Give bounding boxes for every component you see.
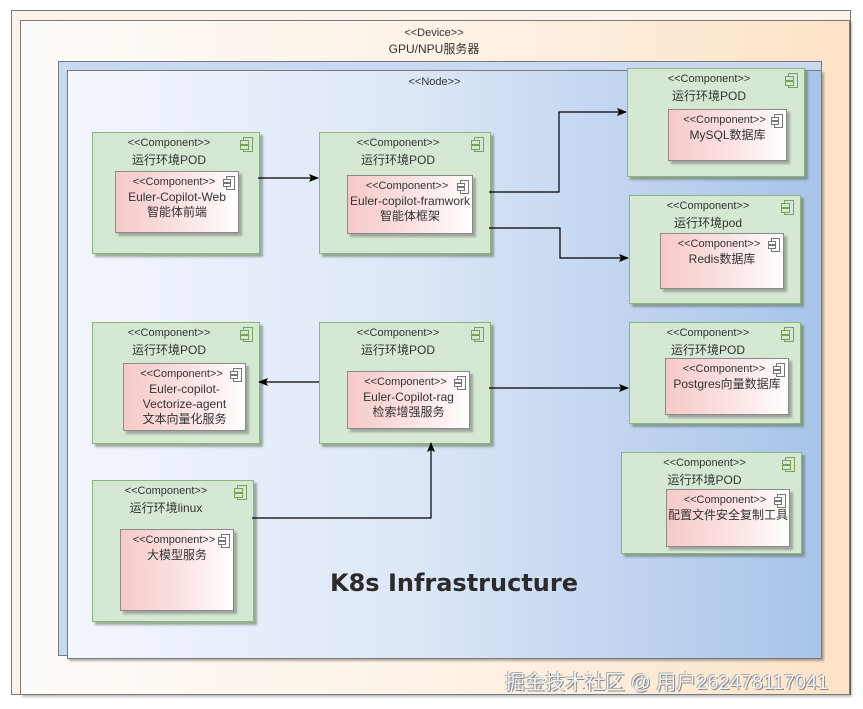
component-icon [782, 457, 795, 472]
inner-component-label: 文本向量化服务 [142, 412, 227, 426]
component-stereotype: <<Component>> [127, 137, 211, 149]
inner-component-label: 检索增强服务 [372, 405, 445, 419]
component-stereotype: <<Component>> [124, 485, 208, 497]
component-rag[interactable]: <<Component>> 运行环境POD <<Component>> Euler-C… [319, 322, 491, 444]
component-icon [771, 114, 783, 128]
inner-component-label: 智能体框架 [379, 209, 440, 223]
component-mysql[interactable]: <<Component>> 运行环境POD <<Component>> MySQL数据… [627, 68, 805, 177]
component-stereotype: <<Component>> [127, 327, 211, 339]
component-stereotype: <<Component>> [356, 327, 440, 339]
component-name: 运行环境pod [673, 216, 743, 230]
inner-component-stereotype: <<Component>> [132, 534, 216, 546]
inner-component-stereotype: <<Component>> [365, 180, 449, 192]
component-name: 运行环境POD [131, 153, 206, 167]
component-icon [785, 73, 798, 88]
inner-component-label: Redis数据库 [688, 252, 756, 266]
component-stereotype: <<Component>> [356, 137, 440, 149]
component-name: 运行环境POD [360, 343, 435, 357]
inner-component-label: 智能体前端 [146, 205, 207, 219]
inner-component-stereotype: <<Component>> [682, 363, 766, 375]
inner-component-label: Euler-copilot- [149, 382, 220, 396]
inner-component-label: 大模型服务 [146, 548, 207, 562]
component-secure-copy[interactable]: <<Component>> 运行环境POD <<Component>> 配置文件安全复… [621, 452, 802, 554]
component-name: 运行环境POD [671, 89, 746, 103]
component-name: 运行环境POD [667, 473, 742, 487]
component-icon [781, 200, 794, 215]
node-stereotype: <<Node>> [408, 76, 461, 88]
component-name: 运行环境POD [360, 153, 435, 167]
inner-component-label: 配置文件安全复制工具 [667, 508, 788, 522]
inner-component-stereotype: <<Component>> [677, 238, 761, 250]
component-icon [234, 485, 247, 500]
component-stereotype: <<Component>> [666, 327, 750, 339]
inner-component-label: Vectorize-agent [142, 397, 227, 411]
component-vectorize[interactable]: <<Component>> 运行环境POD <<Component>> Euler-c… [92, 322, 260, 444]
diagram-title: K8s Infrastructure [330, 569, 579, 597]
component-icon [218, 534, 230, 548]
component-web[interactable]: <<Component>> 运行环境POD <<Component>> Euler-C… [92, 132, 260, 254]
inner-component-stereotype: <<Component>> [683, 494, 767, 506]
inner-component-vectorize[interactable]: <<Component>> Euler-copilot-Vectorize-age… [123, 363, 246, 431]
inner-component-stereotype: <<Component>> [140, 368, 223, 380]
component-stereotype: <<Component>> [666, 200, 750, 212]
component-icon [240, 327, 253, 342]
inner-component-label: Postgres向量数据库 [673, 377, 781, 391]
inner-component-stereotype: <<Component>> [364, 376, 447, 388]
component-icon [454, 376, 466, 390]
component-icon [471, 327, 484, 342]
inner-component-mysql[interactable]: <<Component>> MySQL数据库 [668, 109, 787, 161]
inner-component-stereotype: <<Component>> [132, 176, 216, 188]
inner-component-llm[interactable]: <<Component>> 大模型服务 [120, 529, 234, 611]
component-icon [230, 368, 242, 382]
device-stereotype: <<Device>> [404, 27, 464, 39]
component-icon [773, 363, 785, 377]
component-framework[interactable]: <<Component>> 运行环境POD <<Component>> Euler-c… [319, 132, 491, 254]
inner-component-label: MySQL数据库 [689, 128, 766, 142]
component-icon [471, 137, 484, 152]
inner-component-redis[interactable]: <<Component>> Redis数据库 [660, 233, 784, 289]
component-stereotype: <<Component>> [663, 457, 746, 469]
watermark: 掘金技术社区 @ 用户262478117041 [505, 672, 829, 694]
component-icon [781, 327, 794, 342]
inner-component-secure-copy[interactable]: <<Component>> 配置文件安全复制工具 [666, 489, 790, 547]
inner-component-label: Euler-Copilot-rag [363, 390, 454, 404]
component-icon [457, 180, 469, 194]
inner-component-stereotype: <<Component>> [683, 114, 766, 126]
component-name: 运行环境linux [129, 501, 203, 515]
inner-component-label: Euler-Copilot-Web [128, 190, 226, 204]
component-postgres[interactable]: <<Component>> 运行环境POD <<Component>> Postgre… [629, 322, 801, 424]
component-redis[interactable]: <<Component>> 运行环境pod <<Component>> Redis数据… [629, 195, 801, 304]
component-icon [240, 137, 253, 152]
component-name: 运行环境POD [131, 343, 206, 357]
component-icon [768, 238, 780, 252]
inner-component-label: Euler-copilot-framwork [349, 194, 471, 208]
device-name: GPU/NPU服务器 [388, 42, 480, 56]
inner-component-postgres[interactable]: <<Component>> Postgres向量数据库 [665, 358, 789, 415]
component-llm[interactable]: <<Component>> 运行环境linux <<Component>> 大模型服务 [92, 480, 254, 622]
component-icon [774, 494, 786, 508]
component-name: 运行环境POD [670, 343, 745, 357]
component-stereotype: <<Component>> [667, 73, 751, 85]
component-icon [223, 176, 235, 190]
